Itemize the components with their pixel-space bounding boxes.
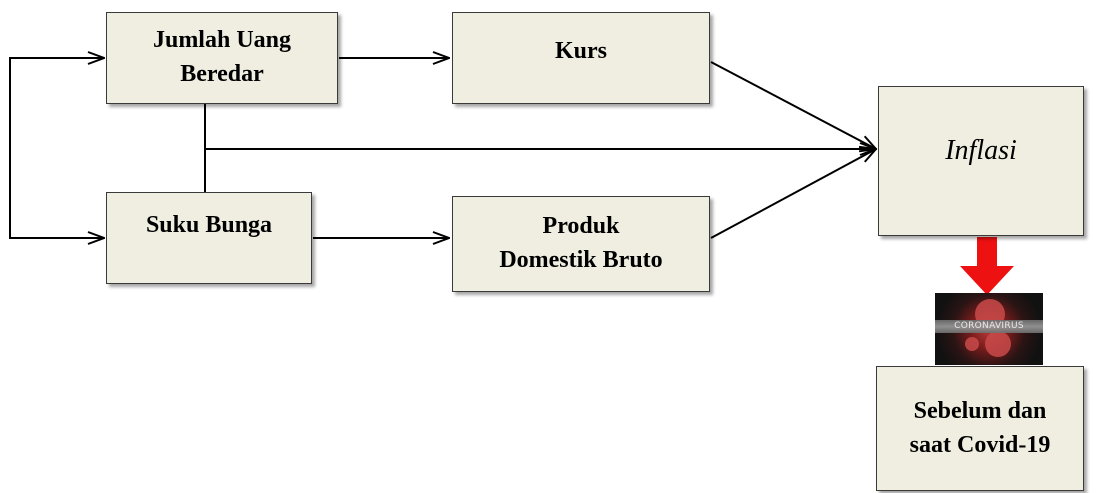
node-jub-line-2: Beredar xyxy=(180,61,264,87)
node-jumlah-uang-beredar: Jumlah Uang Beredar xyxy=(106,12,338,104)
node-covid-line-1: Sebelum dan xyxy=(913,397,1047,424)
node-jub-line-1: Jumlah Uang xyxy=(152,27,292,54)
edge-pdb-to-inflasi xyxy=(710,149,876,239)
node-inflasi: Inflasi xyxy=(878,86,1084,236)
node-inflasi-label: Inflasi xyxy=(945,135,1017,166)
node-suku-bunga: Suku Bunga xyxy=(106,192,312,284)
red-down-arrow xyxy=(960,237,1014,295)
node-pdb-line-2: Domestik Bruto xyxy=(499,247,663,273)
node-covid-line-2: saat Covid-19 xyxy=(909,431,1051,458)
coronavirus-image: CORONAVIRUS xyxy=(935,293,1043,365)
node-kurs-label: Kurs xyxy=(554,38,607,64)
node-produk-domestik-bruto: Produk Domestik Bruto xyxy=(452,196,710,292)
edge-kurs-to-inflasi xyxy=(710,61,876,149)
node-covid-period: Sebelum dan saat Covid-19 xyxy=(876,366,1084,491)
coronavirus-band xyxy=(935,320,1043,333)
node-kurs: Kurs xyxy=(452,12,710,104)
node-pdb-line-1: Produk xyxy=(542,213,620,240)
node-suku-label: Suku Bunga xyxy=(145,212,273,238)
coronavirus-caption: CORONAVIRUS xyxy=(954,321,1024,331)
